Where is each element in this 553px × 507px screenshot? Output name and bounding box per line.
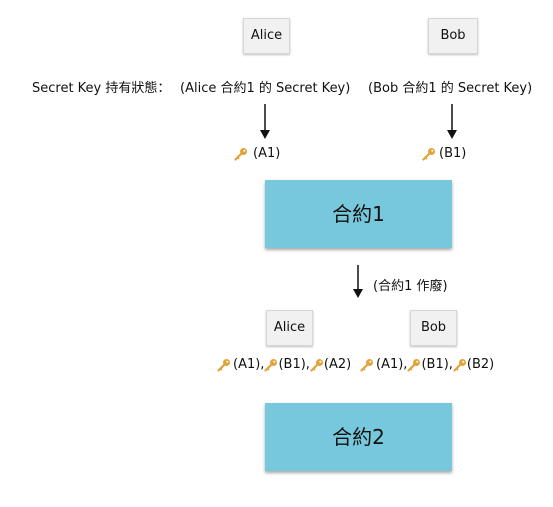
bob-bottom-box: Bob: [410, 310, 457, 346]
key-icon: [360, 358, 374, 372]
contract-1-box: 合約1: [265, 180, 452, 248]
key-icon: [264, 358, 278, 372]
alice-bottom-box: Alice: [266, 310, 313, 346]
bob-key-b2: (B2): [466, 357, 495, 372]
key-icon: [217, 358, 231, 372]
alice-key-a1: (A1): [253, 146, 281, 161]
bob-secret-key-note: (Bob 合約1 的 Secret Key): [368, 81, 533, 96]
contract-2-box: 合約2: [265, 403, 452, 471]
arrow-down-icon: [260, 104, 270, 139]
alice-key-b1: (B1),: [278, 357, 310, 372]
alice-bottom-label: Alice: [273, 320, 306, 335]
alice-key-holding: (A1): [234, 146, 280, 161]
bob-key-a1: (A1),: [376, 357, 408, 372]
alice-key-a2: (A2): [323, 357, 352, 372]
secret-key-status-label: Secret Key 持有狀態：: [32, 81, 171, 96]
bob-top-box: Bob: [428, 18, 478, 54]
arrow-down-icon: [353, 265, 363, 298]
contract-1-void-note: (合約1 作廢): [373, 279, 448, 294]
alice-top-box: Alice: [243, 18, 290, 54]
bob-bottom-label: Bob: [420, 320, 447, 335]
bob-top-label: Bob: [440, 28, 466, 43]
bob-key-holding: (B1): [422, 146, 466, 161]
key-icon: [234, 147, 248, 161]
key-icon: [310, 358, 324, 372]
alice-key-a1: (A1),: [233, 357, 265, 372]
contract-2-label: 合約2: [332, 425, 385, 449]
contract-1-label: 合約1: [332, 202, 385, 226]
bob-key-b1: (B1),: [421, 357, 453, 372]
alice-secret-key-note: (Alice 合約1 的 Secret Key): [180, 81, 351, 96]
arrow-down-icon: [447, 104, 457, 139]
key-icon: [453, 358, 467, 372]
bob-key-b1: (B1): [439, 146, 467, 161]
key-icon: [407, 358, 421, 372]
bob-keys-after-void: (A1), (B1), (B2): [360, 357, 494, 372]
key-icon: [422, 147, 436, 161]
alice-keys-after-void: (A1), (B1), (A2): [217, 357, 351, 372]
alice-top-label: Alice: [250, 28, 283, 43]
